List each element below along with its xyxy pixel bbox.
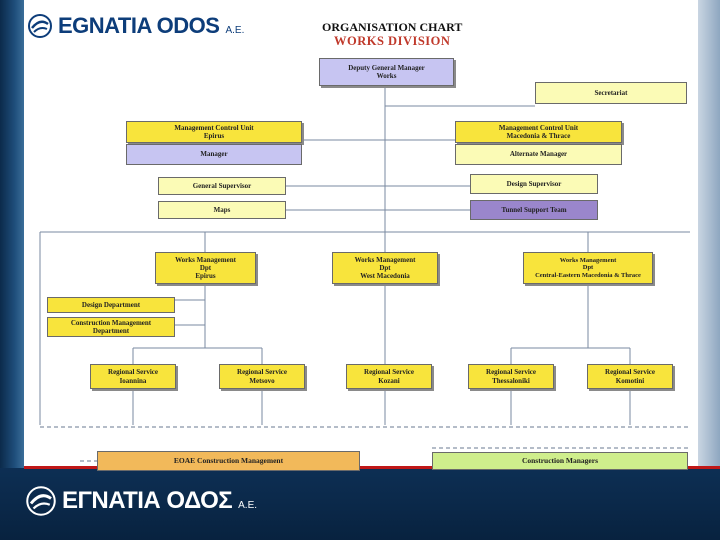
node-label: Design Department (81, 300, 141, 309)
node-label: Construction Managers (521, 455, 599, 465)
left-decorative-band (0, 0, 24, 540)
logo-emblem-icon (28, 14, 52, 38)
node-construction-mgmt-department: Construction Management Department (47, 317, 175, 337)
node-design-supervisor: Design Supervisor (470, 174, 598, 194)
node-design-department: Design Department (47, 297, 175, 313)
node-rs-komotini: Regional Service Komotini (587, 364, 673, 389)
node-label: General Supervisor (192, 181, 252, 190)
node-rs-kozani: Regional Service Kozani (346, 364, 432, 389)
node-label: Regional Service (486, 368, 536, 377)
header-logo: EGNATIA ODOS A.E. (28, 12, 244, 40)
header-logo-text: EGNATIA ODOS (58, 13, 220, 38)
node-label: Management Control Unit (174, 123, 254, 132)
node-label: Regional Service (108, 368, 158, 377)
node-eoae-construction-management: EOAE Construction Management (97, 451, 360, 471)
node-label: Dpt (199, 263, 212, 272)
footer-band (0, 468, 720, 540)
node-works-mgmt-central-eastern: Works Management Dpt Central-Eastern Mac… (523, 252, 653, 284)
node-alternate-manager: Alternate Manager (455, 144, 622, 165)
node-label: Works Management (559, 256, 617, 264)
node-label: Design Supervisor (506, 179, 562, 188)
node-label: West Macedonia (360, 272, 410, 281)
footer-logo: ΕΓΝΑΤΙΑ ΟΔΟΣ A.E. (26, 486, 257, 516)
node-works-mgmt-epirus: Works Management Dpt Epirus (155, 252, 256, 284)
node-label: Komotini (615, 376, 645, 385)
node-label: Thessaloniki (492, 376, 530, 385)
chart-subtitle: WORKS DIVISION (334, 34, 451, 48)
header-logo-suffix: A.E. (225, 25, 245, 36)
node-label: EOAE Construction Management (173, 455, 284, 465)
node-general-supervisor: General Supervisor (158, 177, 286, 195)
node-label: Metsovo (249, 376, 275, 385)
footer-red-line (24, 466, 720, 469)
node-rs-thessaloniki: Regional Service Thessaloniki (468, 364, 554, 389)
node-label: Macedonia & Thrace (506, 132, 571, 140)
node-maps: Maps (158, 201, 286, 219)
node-label: Alternate Manager (509, 150, 568, 159)
node-label: Management Control Unit (498, 123, 579, 132)
node-deputy-general-manager: Deputy General Manager Works (319, 58, 454, 86)
node-rs-ioannina: Regional Service Ioannina (90, 364, 176, 389)
node-manager: Manager (126, 144, 302, 165)
node-mcu-macedonia-thrace: Management Control Unit Macedonia & Thra… (455, 121, 622, 143)
node-label: Kozani (378, 376, 400, 385)
node-label: Deputy General Manager (348, 63, 425, 72)
right-decorative-band (698, 0, 720, 468)
node-label: Regional Service (364, 368, 414, 377)
footer-logo-emblem-icon (26, 486, 56, 516)
node-label: Regional Service (605, 368, 655, 377)
node-label: Works Management (354, 255, 416, 264)
node-tunnel-support-team: Tunnel Support Team (470, 200, 598, 220)
node-label: Manager (200, 150, 228, 159)
node-label: Construction Management (70, 318, 152, 327)
node-label: Tunnel Support Team (501, 205, 567, 214)
node-rs-metsovo: Regional Service Metsovo (219, 364, 305, 389)
node-label: Regional Service (237, 368, 287, 377)
node-label: Department (92, 327, 130, 335)
node-secretariat: Secretariat (535, 82, 687, 104)
node-mcu-epirus: Management Control Unit Epirus (126, 121, 302, 143)
node-label: Central-Eastern Macedonia & Thrace (535, 271, 641, 279)
node-label: Secretariat (594, 88, 628, 97)
node-label: Works Management (175, 255, 236, 264)
node-works-mgmt-west-macedonia: Works Management Dpt West Macedonia (332, 252, 438, 284)
footer-logo-suffix: A.E. (238, 500, 258, 511)
node-label: Ioannina (119, 376, 147, 385)
node-construction-managers: Construction Managers (432, 452, 688, 470)
footer-logo-text: ΕΓΝΑΤΙΑ ΟΔΟΣ (62, 487, 233, 514)
node-label: Dpt (582, 264, 594, 272)
node-label: Works (376, 72, 397, 80)
node-label: Maps (213, 205, 231, 214)
chart-title: ORGANISATION CHART (322, 20, 463, 34)
node-label: Epirus (203, 132, 225, 140)
node-label: Epirus (195, 272, 216, 281)
node-label: Dpt (379, 263, 391, 272)
